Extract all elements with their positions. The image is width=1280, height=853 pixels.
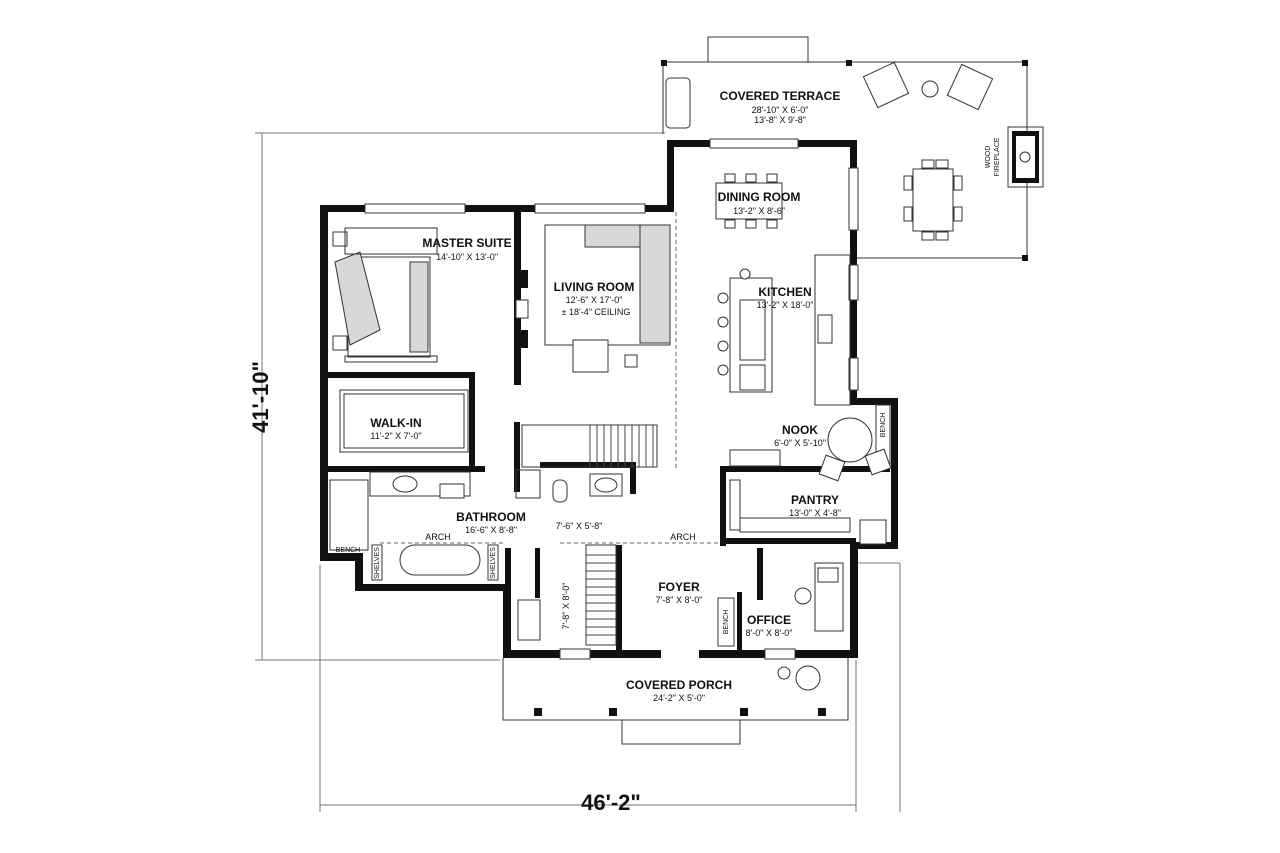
covered-terrace	[661, 36, 1044, 261]
bath-bench-label: BENCH	[336, 547, 361, 554]
nook-title: NOOK	[782, 423, 818, 437]
arch-hall-label: ARCH	[670, 532, 696, 542]
kitchen-dim: 13'-2" X 18'-0"	[757, 300, 814, 310]
labels: COVERED TERRACE 28'-10" X 6'-0" 13'-8" X…	[248, 89, 1001, 815]
shelves-left-label: SHELVES	[374, 547, 381, 579]
bathroom-title: BATHROOM	[456, 510, 526, 524]
living-room-ceiling: ± 18'-4" CEILING	[562, 307, 631, 317]
kitchen-furniture	[717, 254, 851, 406]
nook-bench-label: BENCH	[880, 413, 887, 438]
nook-dim: 6'-0" X 5'-10"	[774, 438, 826, 448]
overall-width-label: 46'-2"	[581, 790, 641, 815]
foyer-bench-label: BENCH	[723, 610, 730, 635]
arch-bath-label: ARCH	[425, 532, 451, 542]
walk-in-dim: 11'-2" X 7'-0"	[370, 431, 421, 441]
covered-terrace-dim1: 28'-10" X 6'-0"	[752, 105, 809, 115]
foyer-title: FOYER	[658, 580, 700, 594]
dining-room-dim: 13'-2" X 8'-6"	[733, 206, 785, 216]
office-dim: 8'-0" X 8'-0"	[746, 628, 793, 638]
master-suite-title: MASTER SUITE	[422, 236, 511, 250]
shelves-right-label: SHELVES	[490, 547, 497, 579]
master-suite-furniture	[332, 227, 529, 363]
fireplace-label-2: FIREPLACE	[994, 137, 1001, 176]
laundry-dim: 7'-8" X 8'-0"	[561, 583, 571, 630]
pantry-title: PANTRY	[791, 493, 839, 507]
stairs	[515, 424, 658, 646]
powder-room-dim: 7'-6" X 5'-8"	[556, 521, 603, 531]
dining-room-title: DINING ROOM	[718, 190, 801, 204]
office-title: OFFICE	[747, 613, 791, 627]
pantry-dim: 13'-0" X 4'-8"	[789, 508, 841, 518]
exterior-walls	[320, 138, 898, 660]
covered-terrace-dim2: 13'-8" X 9'-8"	[754, 115, 806, 125]
pantry-furniture	[729, 479, 887, 545]
kitchen-title: KITCHEN	[758, 285, 811, 299]
fireplace-label-1: WOOD	[985, 146, 992, 169]
bathroom-dim: 16'-6" X 8'-8"	[465, 525, 517, 535]
covered-porch-dim: 24'-2" X 5'-0"	[653, 693, 705, 703]
covered-terrace-title: COVERED TERRACE	[720, 89, 841, 103]
laundry-fixtures	[517, 599, 541, 641]
master-suite-dim: 14'-10" X 13'-0"	[436, 252, 498, 262]
walk-in-furniture	[339, 389, 469, 453]
bathroom-fixtures	[369, 471, 720, 581]
dining-room-furniture	[715, 173, 783, 229]
interior-walls	[320, 205, 890, 650]
living-room-title: LIVING ROOM	[554, 280, 635, 294]
living-room-dim: 12'-6" X 17'-0"	[566, 295, 623, 305]
walk-in-title: WALK-IN	[370, 416, 421, 430]
living-room-furniture	[544, 212, 677, 470]
overall-depth-label: 41'-10"	[248, 361, 273, 433]
foyer-dim: 7'-8" X 8'-0"	[656, 595, 703, 605]
overall-dimension-lines	[255, 132, 901, 812]
covered-porch	[502, 658, 849, 745]
covered-porch-title: COVERED PORCH	[626, 678, 732, 692]
nook-furniture	[729, 404, 892, 482]
office-furniture	[717, 562, 844, 647]
